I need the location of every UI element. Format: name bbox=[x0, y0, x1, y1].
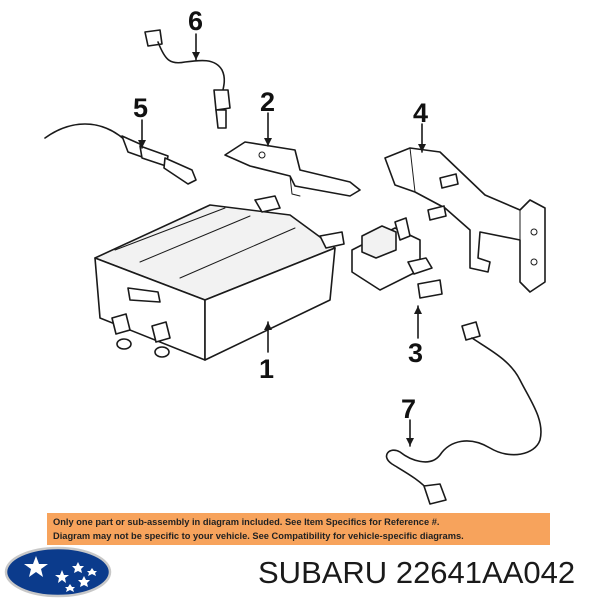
part-number: 22641AA042 bbox=[395, 555, 576, 590]
part-3-solenoid bbox=[351, 217, 443, 339]
subaru-logo-icon bbox=[4, 546, 112, 598]
callout-5: 5 bbox=[133, 93, 148, 123]
brand-name: SUBARU bbox=[258, 555, 388, 590]
callout-3: 3 bbox=[408, 338, 423, 368]
part-6-sensor bbox=[144, 29, 231, 129]
parts-diagram: 1 2 3 4 5 6 7 bbox=[44, 6, 546, 505]
disclaimer-line-2: Diagram may not be specific to your vehi… bbox=[53, 531, 464, 541]
part-1-canister bbox=[94, 195, 345, 361]
callout-6: 6 bbox=[188, 6, 203, 36]
disclaimer-banner: Only one part or sub-assembly in diagram… bbox=[47, 513, 550, 545]
part-5-sensor bbox=[44, 119, 197, 185]
part-caption: SUBARU 22641AA042 bbox=[258, 550, 575, 596]
part-4-bracket bbox=[384, 123, 546, 293]
callout-4: 4 bbox=[413, 98, 428, 128]
callout-2: 2 bbox=[260, 87, 275, 117]
part-2-bracket bbox=[224, 112, 361, 197]
callout-7: 7 bbox=[401, 394, 416, 424]
disclaimer-line-1: Only one part or sub-assembly in diagram… bbox=[53, 517, 440, 527]
callout-1: 1 bbox=[259, 354, 274, 384]
part-7-sensor bbox=[385, 321, 542, 505]
